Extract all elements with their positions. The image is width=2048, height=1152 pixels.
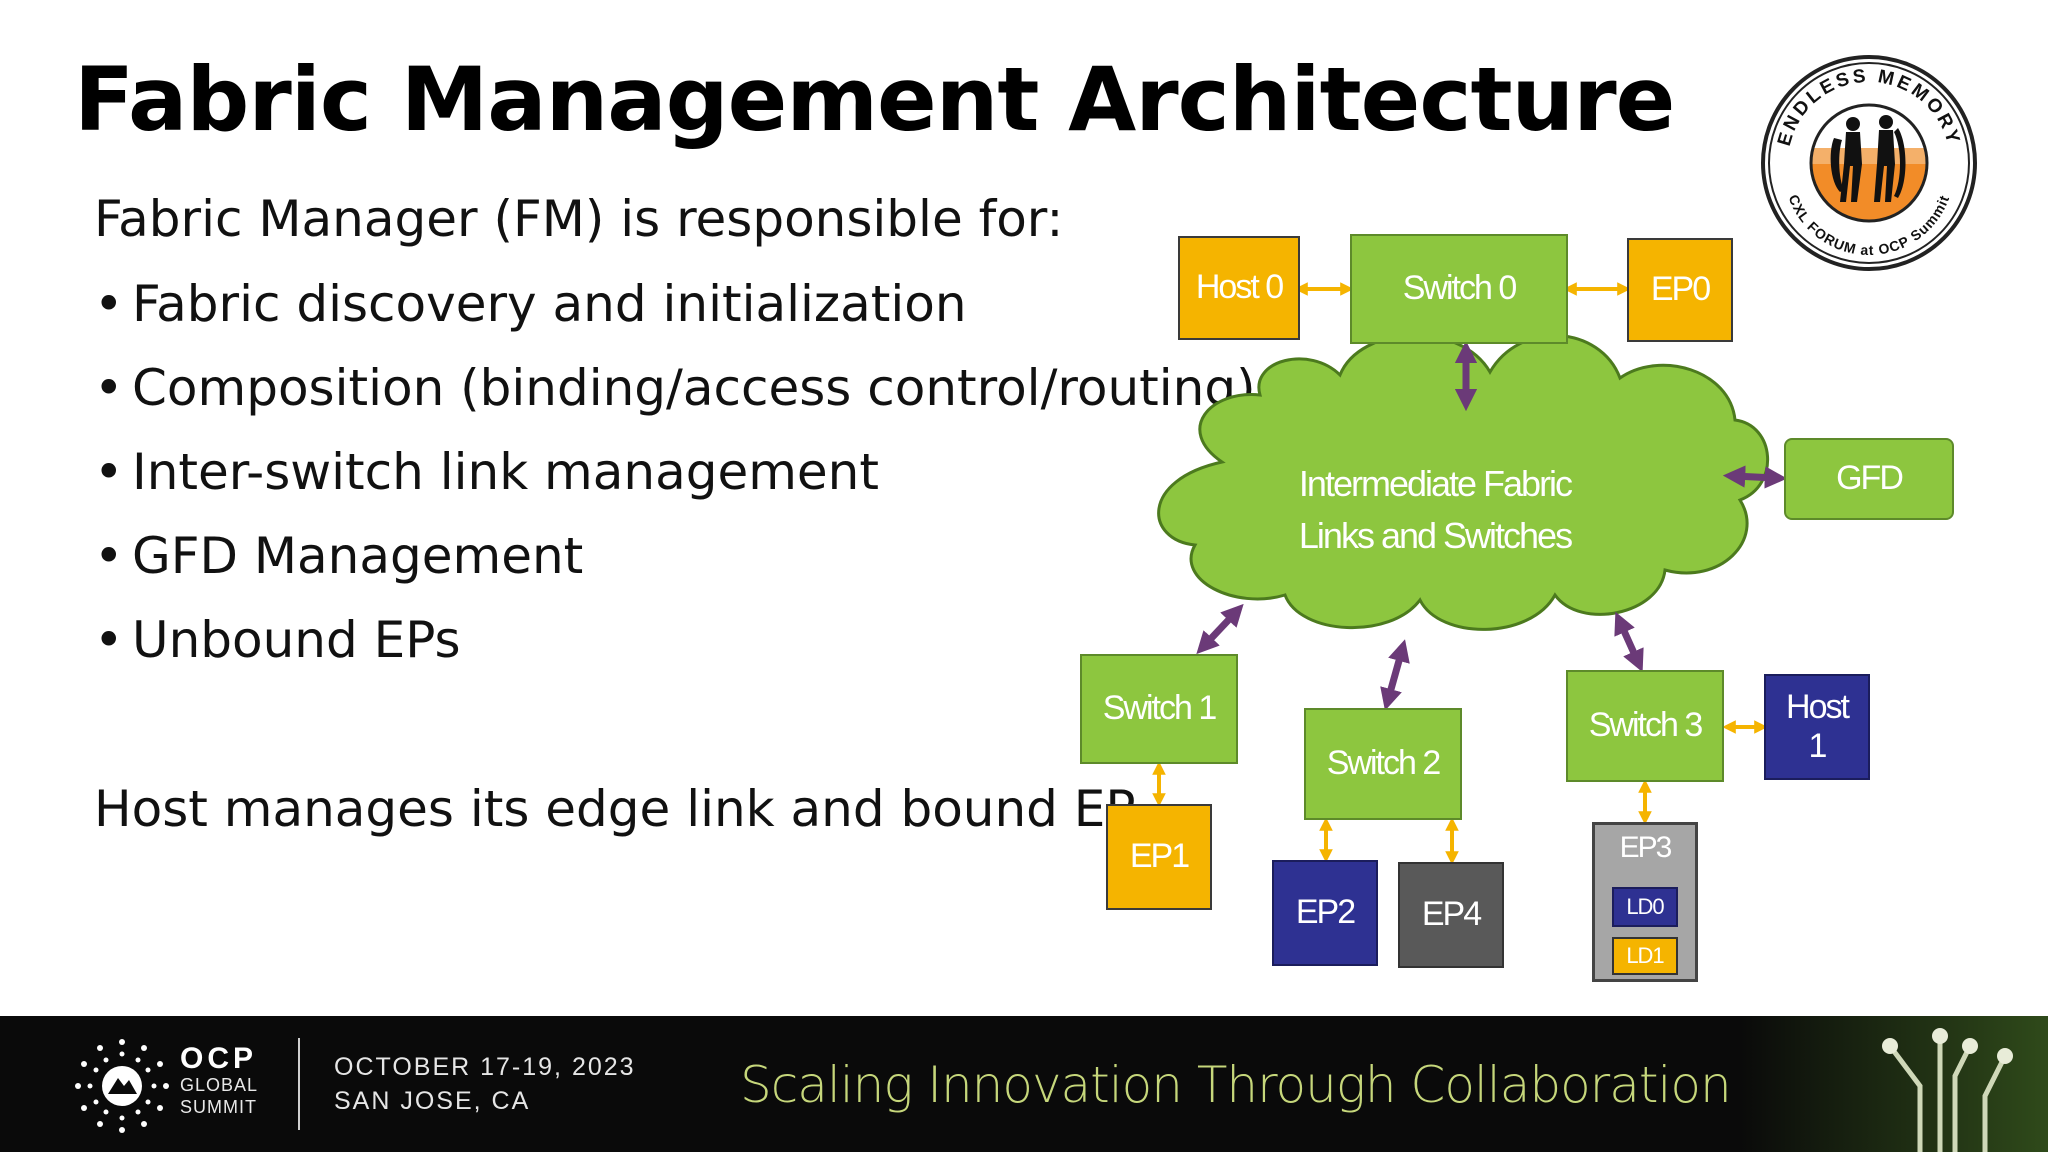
bullet-marker: • (94, 359, 124, 417)
host1-line2: 1 (1808, 727, 1828, 765)
event-location: SAN JOSE, CA (334, 1087, 531, 1115)
fabric-diagram (1152, 282, 1788, 865)
list-item: •GFD Management (94, 524, 1256, 608)
list-item-text: GFD Management (132, 527, 584, 585)
link-switch3-cloud (1614, 611, 1644, 673)
node-ep2: EP2 (1272, 860, 1378, 966)
cloud-label-line1: Intermediate Fabric (1298, 463, 1573, 504)
ocp-global: GLOBAL (180, 1075, 259, 1095)
node-ep4: EP4 (1398, 862, 1504, 968)
list-item: •Fabric discovery and initialization (94, 272, 1256, 356)
node-switch0: Switch 0 (1350, 234, 1568, 344)
bullet-marker: • (94, 443, 124, 501)
node-ep3: EP3 LD0 LD1 (1592, 822, 1698, 982)
event-date: OCTOBER 17-19, 2023 (334, 1053, 636, 1081)
node-ld1: LD1 (1612, 937, 1678, 975)
list-item-text: Composition (binding/access control/rout… (132, 359, 1256, 417)
ocp-summit-logo-icon (75, 1039, 169, 1133)
node-ep0: EP0 (1627, 238, 1733, 342)
endless-memory-badge: ENDLESS MEMORY CXL FORUM at OCP Summit (1761, 55, 1977, 271)
event-info: OCTOBER 17-19, 2023 SAN JOSE, CA (334, 1050, 636, 1118)
list-item-text: Fabric discovery and initialization (132, 275, 967, 333)
list-item-text: Inter-switch link management (132, 443, 879, 501)
event-tagline: Scaling Innovation Through Collaboration (740, 1056, 1732, 1114)
responsibility-list: •Fabric discovery and initialization •Co… (94, 272, 1256, 692)
circuit-decoration-icon (1740, 1016, 2048, 1152)
surfers-icon (1830, 115, 1906, 202)
bullet-marker: • (94, 275, 124, 333)
bullet-marker: • (94, 527, 124, 585)
cloud-label-line2: Links and Switches (1298, 515, 1573, 556)
link-switch2-cloud (1380, 639, 1410, 711)
list-item: •Inter-switch link management (94, 440, 1256, 524)
ocp-name: OCP (180, 1042, 258, 1075)
node-gfd: GFD (1784, 438, 1954, 520)
bullet-marker: • (94, 611, 124, 669)
cloud-label: Intermediate Fabric Links and Switches (1230, 458, 1640, 562)
list-item-text: Unbound EPs (132, 611, 461, 669)
slide-title: Fabric Management Architecture (74, 48, 1675, 151)
list-item: •Unbound EPs (94, 608, 1256, 692)
node-switch1: Switch 1 (1080, 654, 1238, 764)
intro-text: Fabric Manager (FM) is responsible for: (94, 190, 1064, 248)
ocp-summit: SUMMIT (180, 1097, 257, 1117)
list-item: •Composition (binding/access control/rou… (94, 356, 1256, 440)
footer-bar: OCP GLOBAL SUMMIT OCTOBER 17-19, 2023 SA… (0, 1016, 2048, 1152)
node-ep1: EP1 (1106, 804, 1212, 910)
host1-line1: Host (1786, 687, 1850, 726)
node-switch3: Switch 3 (1566, 670, 1724, 782)
ep3-label: EP3 (1619, 831, 1673, 864)
link-cloud-gfd (1722, 465, 1788, 489)
host-note: Host manages its edge link and bound EP (94, 780, 1136, 838)
footer-divider (298, 1038, 300, 1130)
ocp-wordmark: OCP GLOBAL SUMMIT (180, 1044, 258, 1118)
link-switch1-cloud (1196, 603, 1244, 655)
node-host1: Host 1 (1764, 674, 1870, 780)
node-switch2: Switch 2 (1304, 708, 1462, 820)
fabric-cloud (1157, 333, 1769, 631)
node-host0: Host 0 (1178, 236, 1300, 340)
node-ld0: LD0 (1612, 887, 1678, 927)
